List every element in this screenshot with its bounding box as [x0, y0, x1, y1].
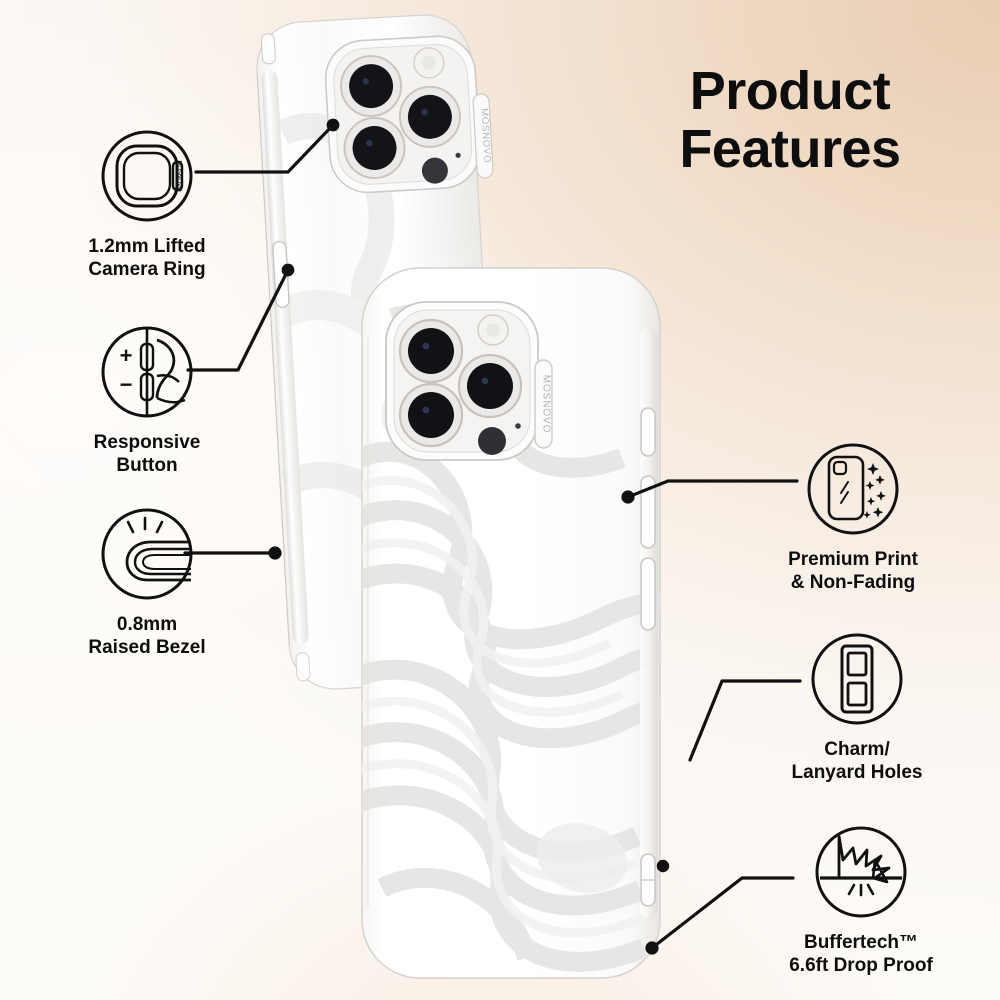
feature-responsive-button: + − Responsive Button: [42, 318, 252, 478]
page-title: Product Features: [600, 62, 980, 179]
camera-ring-icon-wrap: MOSNOVO: [42, 122, 252, 230]
volume-down-cutout: [640, 557, 656, 631]
brand-tab-front: MOSNOVO: [534, 359, 553, 449]
lanyard-holes-icon: [811, 633, 903, 725]
phone-case-front-view: MOSNOVO: [361, 267, 661, 979]
sparkle-cluster: [863, 463, 886, 519]
svg-text:MOSNOVO: MOSNOVO: [176, 160, 182, 192]
feature-caption: Charm/ Lanyard Holes: [791, 739, 923, 783]
feature-raised-bezel: 0.8mm Raised Bezel: [42, 500, 252, 660]
feature-caption: Buffertech™ 6.6ft Drop Proof: [789, 932, 933, 976]
brand-tab-back: MOSNOVO: [472, 93, 494, 179]
lanyard-holes-icon-wrap: [752, 625, 962, 733]
feature-buffertech-drop-proof: Buffertech™ 6.6ft Drop Proof: [745, 818, 977, 978]
svg-text:MOSNOVO: MOSNOVO: [479, 108, 493, 164]
volume-up-cutout: [640, 475, 656, 549]
feature-caption: Premium Print & Non-Fading: [788, 549, 918, 593]
feature-charm-lanyard-holes: Charm/ Lanyard Holes: [752, 625, 962, 785]
drop-impact-icon-wrap: [745, 818, 977, 926]
feature-caption: Responsive Button: [93, 432, 201, 476]
raised-bezel-icon: [101, 508, 193, 600]
camera-module-front: [385, 301, 539, 461]
raised-bezel-icon-wrap: [42, 500, 252, 608]
feature-premium-print: Premium Print & Non-Fading: [748, 435, 958, 595]
action-button-cutout: [640, 407, 656, 457]
drop-impact-icon: [815, 826, 907, 918]
page-title-line-1: Product: [689, 61, 891, 121]
page-title-line-2: Features: [679, 119, 901, 180]
camera-ring-icon: MOSNOVO: [101, 130, 193, 222]
feature-lifted-camera-ring: MOSNOVO 1.2mm Lifted Camera Ring: [42, 122, 252, 282]
phone-sparkle-icon: [807, 443, 899, 535]
volume-button-icon-wrap: + −: [42, 318, 252, 426]
feature-caption: 0.8mm Raised Bezel: [88, 614, 206, 658]
feature-caption: 1.2mm Lifted Camera Ring: [88, 236, 206, 280]
plus-symbol: +: [120, 343, 133, 368]
minus-symbol: −: [120, 372, 133, 397]
phone-sparkle-icon-wrap: [748, 435, 958, 543]
svg-text:MOSNOVO: MOSNOVO: [541, 375, 552, 434]
camera-module-back: [324, 35, 481, 194]
volume-button-icon: + −: [101, 326, 193, 418]
